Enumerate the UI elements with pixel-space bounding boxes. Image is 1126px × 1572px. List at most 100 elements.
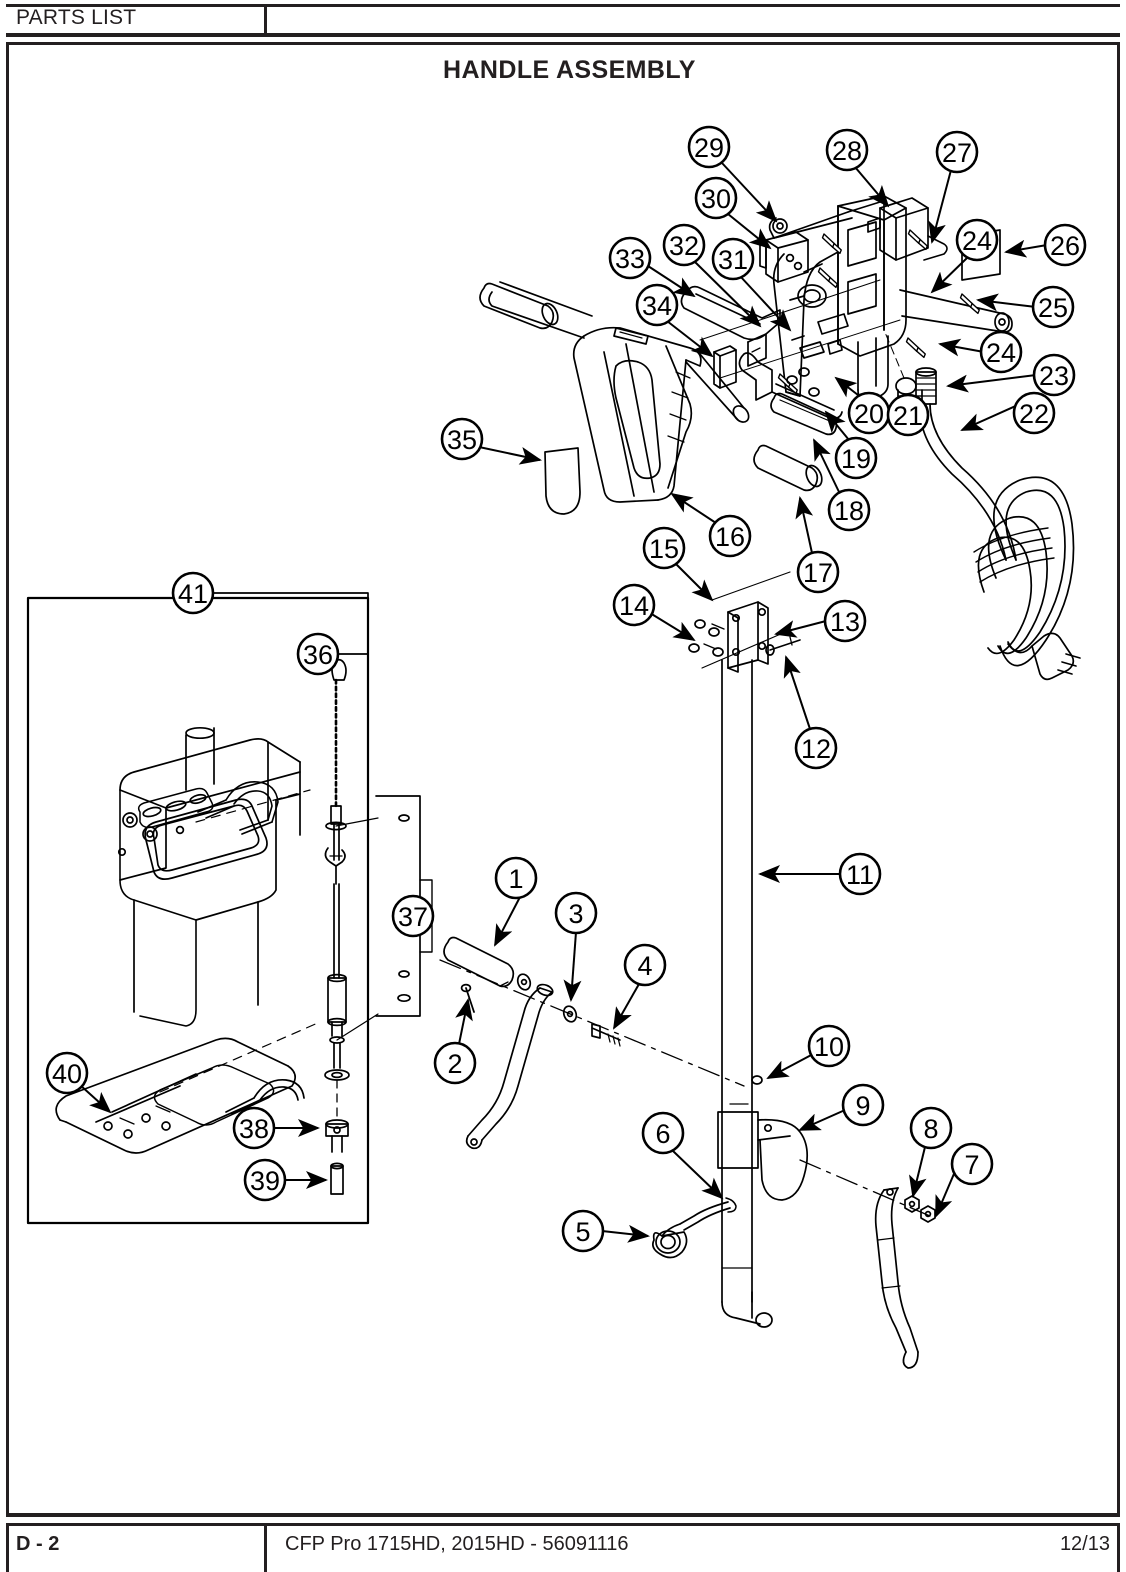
callout-number: 5	[575, 1217, 590, 1247]
callout-number: 19	[841, 444, 871, 474]
callout-35: 35	[440, 417, 484, 461]
callout-circle	[642, 526, 686, 570]
callout-number: 24	[986, 338, 1016, 368]
callout-34: 34	[635, 283, 679, 327]
callout-circle	[935, 130, 979, 174]
callout-number: 11	[846, 860, 874, 890]
callout-number: 32	[669, 231, 699, 261]
callout-15: 15	[642, 526, 686, 570]
callout-number: 12	[801, 734, 831, 764]
callout-30: 30	[694, 176, 738, 220]
callout-circle	[641, 1111, 685, 1155]
frame-body-top	[6, 42, 1120, 45]
callout-13: 13	[823, 599, 867, 643]
callout-circle	[841, 1083, 885, 1127]
callout-number: 8	[923, 1114, 938, 1144]
callout-number: 36	[303, 640, 333, 670]
callout-circle	[635, 283, 679, 327]
callout-circle	[1012, 391, 1056, 435]
callout-12: 12	[794, 726, 838, 770]
callout-number: 28	[832, 136, 862, 166]
callout-25: 25	[1031, 285, 1075, 329]
main-handle-tube	[717, 659, 809, 1328]
inset-callout-41-leader	[211, 592, 369, 606]
callout-4: 4	[623, 943, 667, 987]
callout-number: 29	[694, 133, 724, 163]
callout-circle	[433, 1041, 477, 1085]
callout-circle	[296, 632, 340, 676]
grip-pad	[544, 447, 581, 515]
footer-page-code: D - 2	[16, 1533, 60, 1555]
frame-header-divider	[264, 4, 267, 34]
callout-number: 40	[52, 1059, 82, 1089]
callout-circle	[1031, 285, 1075, 329]
section-label: PARTS LIST	[16, 6, 137, 29]
callout-circle	[827, 488, 871, 532]
callout-circle	[807, 1024, 851, 1068]
callout-20: 20	[847, 391, 891, 435]
callout-number: 26	[1050, 231, 1080, 261]
callout-circle	[232, 1106, 276, 1150]
callout-number: 6	[655, 1119, 670, 1149]
callout-26: 26	[1043, 223, 1087, 267]
frame-body-right	[1117, 42, 1120, 1516]
inset-border	[26, 596, 370, 1225]
callout-circle	[171, 571, 215, 615]
footer-model-line: CFP Pro 1715HD, 2015HD - 56091116	[285, 1533, 629, 1555]
callout-3: 3	[554, 891, 598, 935]
callout-14: 14	[612, 583, 656, 627]
callout-number: 27	[942, 138, 972, 168]
grip-tube-left	[479, 282, 559, 330]
callout-number: 30	[701, 184, 731, 214]
callout-number: 14	[619, 591, 649, 621]
callout-circle	[955, 218, 999, 262]
callout-7: 7	[950, 1142, 994, 1186]
callout-circle	[834, 436, 878, 480]
callout-number: 10	[814, 1032, 844, 1062]
callout-27: 27	[935, 130, 979, 174]
callout-number: 41	[178, 579, 208, 609]
grip-tube-right	[753, 444, 823, 492]
callout-number: 39	[250, 1166, 280, 1196]
callout-circle	[243, 1158, 287, 1202]
frame-header-top	[6, 4, 1120, 7]
frame-footer-top	[6, 1523, 1120, 1526]
callout-9: 9	[841, 1083, 885, 1127]
callout-36: 36	[296, 632, 340, 676]
callout-circle	[1043, 223, 1087, 267]
callout-17: 17	[796, 550, 840, 594]
handle-console	[488, 281, 750, 503]
callout-circle	[950, 1142, 994, 1186]
callout-number: 23	[1039, 361, 1069, 391]
callout-28: 28	[825, 128, 869, 172]
callout-number: 18	[834, 496, 864, 526]
callout-circle	[838, 852, 882, 896]
callout-2: 2	[433, 1041, 477, 1085]
footer-revision: 12/13	[1059, 1533, 1110, 1555]
callout-circle	[823, 599, 867, 643]
callout-38: 38	[232, 1106, 276, 1150]
callout-19: 19	[834, 436, 878, 480]
callout-circle	[794, 726, 838, 770]
callout-circle	[825, 128, 869, 172]
callout-circle	[687, 125, 731, 169]
callout-circle	[708, 514, 752, 558]
callout-circle	[623, 943, 667, 987]
callout-40: 40	[45, 1051, 89, 1095]
callout-circle	[494, 856, 538, 900]
callout-circle	[979, 330, 1023, 374]
callout-18: 18	[827, 488, 871, 532]
frame-body-bottom	[6, 1513, 1120, 1517]
callout-39: 39	[243, 1158, 287, 1202]
callout-number: 38	[239, 1114, 269, 1144]
callout-number: 35	[447, 425, 477, 455]
callout-number: 17	[803, 558, 833, 588]
callout-number: 15	[649, 534, 679, 564]
callout-circle	[561, 1209, 605, 1253]
frame-footer-right	[1117, 1523, 1120, 1572]
callout-circle	[694, 176, 738, 220]
callout-circle	[909, 1106, 953, 1150]
callout-circle	[391, 894, 435, 938]
callout-23: 23	[1032, 353, 1076, 397]
